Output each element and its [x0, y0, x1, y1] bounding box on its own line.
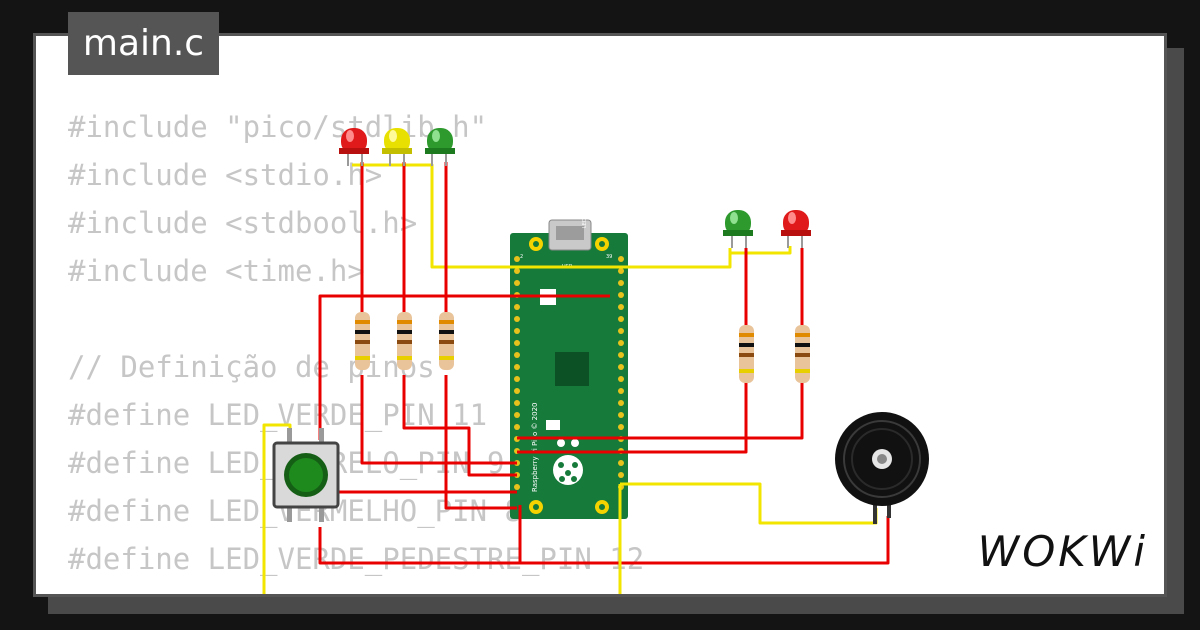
rp2040-chip: [555, 352, 589, 386]
wires: [262, 162, 890, 594]
resistor-icon[interactable]: [439, 312, 454, 370]
led-red-icon[interactable]: [339, 128, 369, 166]
pin-number-left: 2: [520, 254, 523, 260]
buzzer-icon[interactable]: [835, 412, 929, 524]
push-button[interactable]: [272, 428, 340, 522]
led-yellow-icon[interactable]: [382, 128, 412, 166]
debug-pad: [546, 420, 560, 430]
raspberry-logo-icon: [553, 439, 583, 485]
pin-number-right: 39: [606, 254, 612, 260]
led-label: LED: [582, 218, 588, 228]
code-line: #include <time.h>: [68, 254, 365, 288]
pin-header-right: [618, 256, 624, 490]
code-line: #include <stdio.h>: [68, 158, 383, 192]
board-label: Raspberry Pi Pico © 2020: [531, 403, 539, 493]
led-pedestrian-green-icon[interactable]: [723, 210, 753, 248]
resistor-icon[interactable]: [795, 325, 810, 383]
resistor-icon[interactable]: [397, 312, 412, 370]
wokwi-logo: WOKWi: [977, 527, 1148, 576]
code-line: #include <stdbool.h>: [68, 206, 418, 240]
code-line: #define LED_VERDE_PEDESTRE_PIN 12: [68, 542, 645, 576]
led-green-icon[interactable]: [425, 128, 455, 166]
code-line: #define LED_VERMELHO_PIN 8: [68, 494, 522, 528]
usb-connector-icon: [548, 219, 592, 251]
resistor-icon[interactable]: [355, 312, 370, 370]
pico-board[interactable]: Raspberry Pi Pico © 2020 USB LED 2 39: [510, 218, 628, 519]
led-pedestrian-red-icon[interactable]: [781, 210, 811, 248]
code-block: #include "pico/stdlib.h"#include <stdio.…: [68, 103, 697, 594]
code-line: #define LED_VERMELHO_PEDESTRE_PIN 16: [68, 583, 697, 594]
file-tab[interactable]: main.c: [68, 12, 219, 75]
resistor-icon[interactable]: [739, 325, 754, 383]
